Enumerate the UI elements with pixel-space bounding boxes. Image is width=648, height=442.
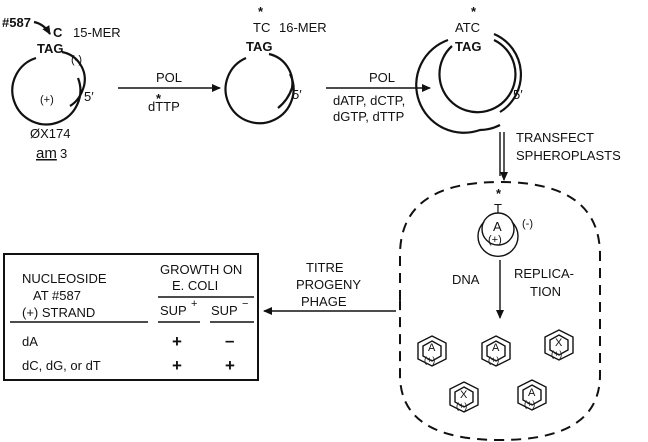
results-table: NUCLEOSIDE AT #587 (+) STRAND GROWTH ON … <box>4 254 258 380</box>
mer15-label: 15-MER <box>73 25 121 40</box>
transfect-line-2: SPHEROPLASTS <box>516 148 621 163</box>
svg-text:–: – <box>225 331 234 350</box>
svg-text:dC, dG, or dT: dC, dG, or dT <box>22 358 101 373</box>
header-col2-2: E. COLI <box>172 278 218 293</box>
cell-star: * <box>496 186 502 201</box>
mutant-label: am <box>36 145 57 162</box>
progeny-phage-2: A (+) <box>482 336 510 366</box>
codon-label: TAG <box>37 41 63 56</box>
titre-line-2: PROGENY <box>296 277 361 292</box>
header-col1-1: NUCLEOSIDE <box>22 271 107 286</box>
titre-line-3: PHAGE <box>301 294 347 309</box>
dttp-label: dTTP <box>148 99 180 114</box>
plus-strand-label: (+) <box>40 94 54 106</box>
pol-label-1: POL <box>156 70 182 85</box>
substrates-line-2: dGTP, dTTP <box>333 109 404 124</box>
titre-step: TITRE PROGENY PHAGE <box>264 260 396 311</box>
five-prime-2: 5′ <box>292 87 302 102</box>
svg-text:X: X <box>555 337 563 349</box>
stage2-seq: TC <box>253 20 270 35</box>
dna-label: DNA <box>452 272 480 287</box>
transfect-step: TRANSFECT SPHEROPLASTS <box>500 130 621 180</box>
svg-text:+: + <box>172 356 182 375</box>
replication-line-2: TION <box>530 284 561 299</box>
table-row: dA + – <box>22 331 234 351</box>
step-arrow-1: POL * dTTP <box>118 70 220 114</box>
mutant-num: 3 <box>60 146 67 161</box>
svg-text:+: + <box>225 356 235 375</box>
svg-text:+: + <box>172 332 182 351</box>
replication-line-1: REPLICA- <box>514 266 574 281</box>
spheroplast-cell: * T A (+) (-) DNA REPLICA- TION A (+) A … <box>400 182 600 440</box>
site-label: #587 <box>2 15 31 30</box>
stage-1-template: #587 C 15-MER TAG (-) (+) 5′ ØX174 am 3 <box>2 15 121 162</box>
site-pointer-arrow <box>34 22 50 34</box>
five-prime-1: 5′ <box>84 89 94 104</box>
stage-3-complete: * ATC TAG 5′ <box>416 4 523 133</box>
table-row: dC, dG, or dT + + <box>22 356 235 375</box>
stage3-star: * <box>471 4 477 19</box>
sup-minus-label: SUP <box>211 303 238 318</box>
cell-minus: (-) <box>522 218 533 230</box>
svg-text:(+): (+) <box>524 399 535 409</box>
header-col1-2: AT #587 <box>33 288 81 303</box>
cell-inner-plus: (+) <box>488 234 502 246</box>
pol-label-2: POL <box>369 70 395 85</box>
svg-text:(+): (+) <box>424 355 435 365</box>
svg-text:A: A <box>528 387 536 399</box>
template-circle <box>12 58 80 124</box>
svg-text:A: A <box>492 342 500 354</box>
stage-2-extended: * TC 16-MER TAG 5′ <box>226 4 327 123</box>
base-c: C <box>53 25 63 40</box>
sup-minus-sign: − <box>242 298 248 310</box>
svg-text:dA: dA <box>22 334 38 349</box>
stage2-star: * <box>258 4 264 19</box>
step-arrow-2: POL dATP, dCTP, dGTP, dTTP <box>326 70 430 124</box>
stage2-circle <box>226 58 294 123</box>
phage-label: ØX174 <box>30 126 70 141</box>
stage2-primer <box>269 54 292 108</box>
transfect-line-1: TRANSFECT <box>516 130 594 145</box>
sup-plus-sign: + <box>191 298 197 310</box>
stage3-seq: ATC <box>455 20 480 35</box>
header-col1-3: (+) STRAND <box>22 305 95 320</box>
svg-text:(+): (+) <box>551 349 562 359</box>
progeny-phage-4: X (+) <box>450 382 478 412</box>
titre-line-1: TITRE <box>306 260 344 275</box>
progeny-phage-1: A (+) <box>418 336 446 366</box>
progeny-phage-5: A (+) <box>518 380 546 410</box>
header-col2-1: GROWTH ON <box>160 262 242 277</box>
sup-plus-label: SUP <box>160 303 187 318</box>
svg-text:X: X <box>460 389 468 401</box>
svg-text:(+): (+) <box>456 401 467 411</box>
svg-text:(+): (+) <box>488 355 499 365</box>
progeny-phage-3: X (+) <box>545 330 573 360</box>
stage2-codon: TAG <box>246 39 272 54</box>
stage3-codon: TAG <box>455 39 481 54</box>
five-prime-3: 5′ <box>513 87 523 102</box>
substrates-line-1: dATP, dCTP, <box>333 93 405 108</box>
cell-inner-a: A <box>493 219 502 234</box>
svg-text:A: A <box>428 342 436 354</box>
mer16-label: 16-MER <box>279 20 327 35</box>
